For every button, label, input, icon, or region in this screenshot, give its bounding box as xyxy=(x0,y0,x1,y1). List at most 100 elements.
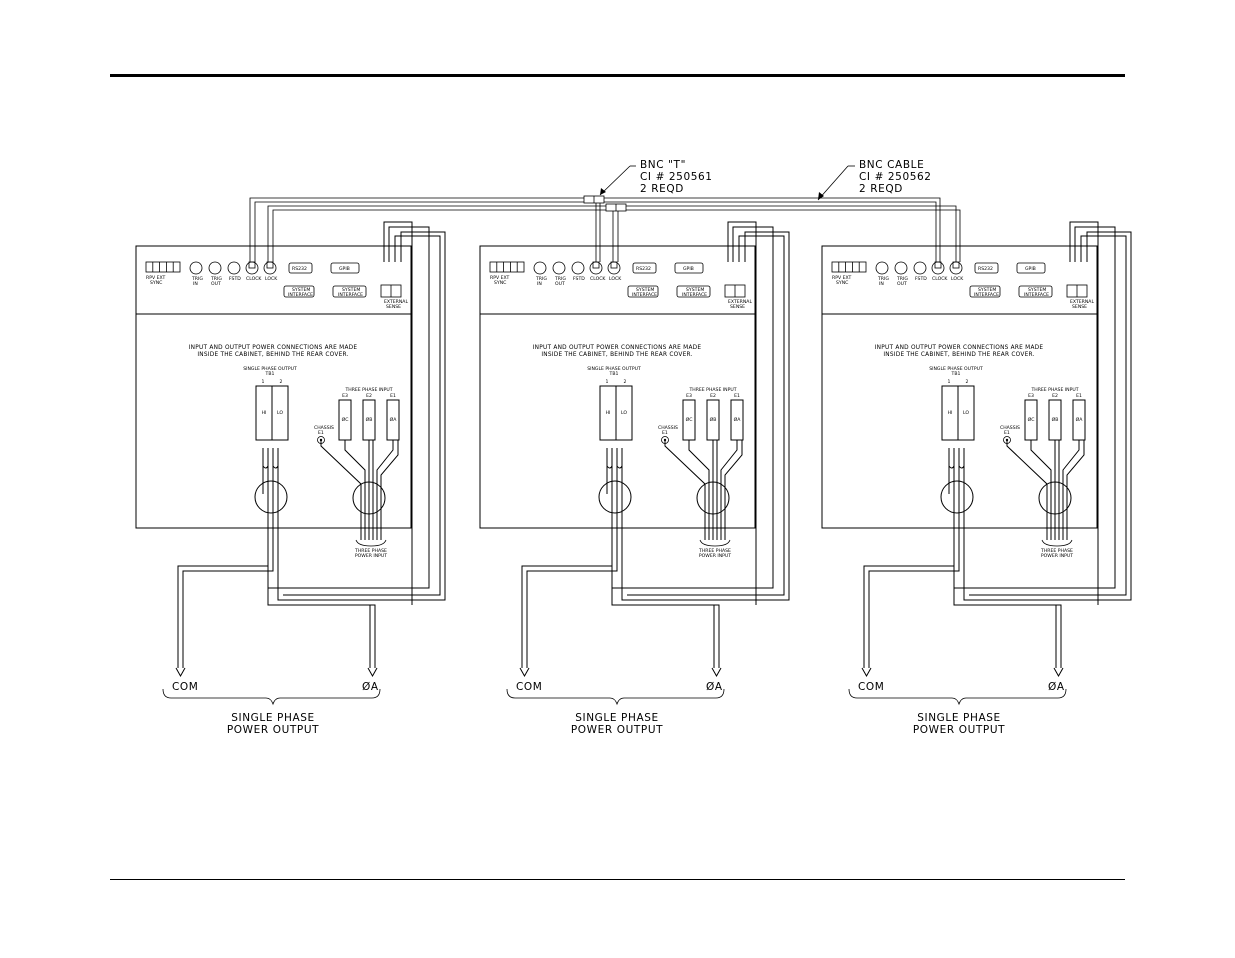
input-id-e3: E3 xyxy=(342,393,348,399)
bnc-t-label: BNC "T" xyxy=(640,159,686,171)
connection-note-line-2: INSIDE THE CABINET, BEHIND THE REAR COVE… xyxy=(541,352,692,358)
lo-terminal xyxy=(957,385,975,441)
system-interface-port-2-icon xyxy=(1018,285,1053,298)
fstd-bnc-icon xyxy=(227,261,241,275)
input-terminal-c xyxy=(338,399,352,441)
fstd-bnc-icon xyxy=(571,261,585,275)
bnc-t-quantity: 2 REQD xyxy=(640,183,684,195)
trig-in-bnc-icon xyxy=(875,261,889,275)
fstd-label: FSTD xyxy=(229,276,241,282)
unit-rear-panel xyxy=(821,245,1098,529)
trig-out-label: TRIG xyxy=(554,276,566,282)
input-term-c-label: ØC xyxy=(342,416,349,423)
system-interface-2-label: SYSTEM xyxy=(686,287,704,293)
three-phase-power-input-label: THREE PHASE xyxy=(354,548,387,554)
input-id-e3: E3 xyxy=(1028,393,1034,399)
chassis-ground-icon xyxy=(661,436,669,444)
rs232-port-icon xyxy=(974,262,999,274)
input-terminal-b xyxy=(706,399,720,441)
output-number-2: 2 xyxy=(624,379,627,385)
three-phase-power-input-label: THREE PHASE xyxy=(698,548,731,554)
rs232-label: RS232 xyxy=(292,266,307,272)
input-term-a-label: ØA xyxy=(1076,416,1084,423)
trig-out-label: TRIG xyxy=(896,276,908,282)
gpib-port-icon xyxy=(674,262,704,274)
trig-in-label: TRIG xyxy=(191,276,203,282)
power-output-label: POWER OUTPUT xyxy=(227,724,319,736)
com-label: COM xyxy=(172,681,198,693)
input-terminal-c xyxy=(682,399,696,441)
phase-a-label: ØA xyxy=(1048,681,1065,693)
input-terminal-b xyxy=(1048,399,1062,441)
lo-label: LO xyxy=(963,410,969,416)
sync-label: RPV EXT xyxy=(146,275,166,281)
phase-a-label: ØA xyxy=(706,681,723,693)
trig-out-bnc-icon xyxy=(552,261,566,275)
clock-label: CLOCK xyxy=(932,276,948,282)
chassis-id-label: E1 xyxy=(1004,430,1010,436)
single-phase-output-label: SINGLE PHASE OUTPUT xyxy=(243,366,297,372)
trig-out-label-2: OUT xyxy=(211,281,221,287)
callout-bnc-cable: BNC CABLE CI # 250562 2 REQD xyxy=(817,159,931,201)
input-term-a-label: ØA xyxy=(734,416,742,423)
trig-in-bnc-icon xyxy=(189,261,203,275)
clock-label: CLOCK xyxy=(246,276,262,282)
input-term-b-label: ØB xyxy=(710,416,717,423)
system-interface-port-1-icon xyxy=(627,285,659,298)
system-interface-port-2-icon xyxy=(332,285,367,298)
lock-label: LOCK xyxy=(265,276,278,282)
output-number-1: 1 xyxy=(948,379,951,385)
system-interface-2-label-2: INTERFACE xyxy=(1024,292,1049,298)
input-term-c-label: ØC xyxy=(686,416,693,423)
unit-wiring xyxy=(519,221,790,678)
input-id-e3: E3 xyxy=(686,393,692,399)
footer-rule xyxy=(110,879,1125,880)
system-interface-1-label: SYSTEM xyxy=(636,287,654,293)
system-interface-1-label: SYSTEM xyxy=(978,287,996,293)
chassis-id-label: E1 xyxy=(662,430,668,436)
three-phase-power-input-label: THREE PHASE xyxy=(1040,548,1073,554)
rs232-label: RS232 xyxy=(636,266,651,272)
header-rule xyxy=(110,74,1125,77)
system-interface-2-label: SYSTEM xyxy=(342,287,360,293)
rs232-label: RS232 xyxy=(978,266,993,272)
tb1-label: TB1 xyxy=(951,371,961,377)
clock-label: CLOCK xyxy=(590,276,606,282)
input-ferrite-core-icon xyxy=(352,481,386,515)
connection-note-line-1: INPUT AND OUTPUT POWER CONNECTIONS ARE M… xyxy=(875,345,1044,351)
bnc-cable-segment-1 xyxy=(249,197,941,262)
lo-label: LO xyxy=(277,410,283,416)
output-brace xyxy=(848,688,1067,706)
sync-terminal-block: RPV EXT SYNC xyxy=(145,261,181,286)
input-terminal-a xyxy=(730,399,744,441)
single-phase-label: SINGLE PHASE xyxy=(231,712,314,724)
com-label: COM xyxy=(858,681,884,693)
unit-wiring xyxy=(175,221,446,678)
bnc-cable-label: BNC CABLE xyxy=(859,159,924,171)
com-label: COM xyxy=(516,681,542,693)
sync-label: RPV EXT xyxy=(490,275,510,281)
bnc-cable-segment-4 xyxy=(272,209,961,262)
sync-label-2: SYNC xyxy=(836,280,848,286)
three-phase-power-input-label-2: POWER INPUT xyxy=(355,553,387,559)
input-ferrite-core-icon xyxy=(696,481,730,515)
single-phase-output-label: SINGLE PHASE OUTPUT xyxy=(929,366,983,372)
gpib-label: GPIB xyxy=(339,266,350,272)
input-term-b-label: ØB xyxy=(366,416,373,423)
lock-label: LOCK xyxy=(609,276,622,282)
lo-terminal xyxy=(615,385,633,441)
trig-out-label: TRIG xyxy=(210,276,222,282)
rs232-port-icon xyxy=(632,262,657,274)
trig-in-label-2: IN xyxy=(193,281,198,287)
input-term-b-label: ØB xyxy=(1052,416,1059,423)
bnc-t-part-number: CI # 250561 xyxy=(640,171,713,183)
single-phase-label: SINGLE PHASE xyxy=(575,712,658,724)
gpib-label: GPIB xyxy=(683,266,694,272)
power-output-label: POWER OUTPUT xyxy=(913,724,1005,736)
chassis-label: CHASSIS xyxy=(314,425,334,431)
input-id-e2: E2 xyxy=(366,393,372,399)
input-ferrite-core-icon xyxy=(1038,481,1072,515)
output-ferrite-core-icon xyxy=(598,480,632,514)
three-phase-input-label: THREE PHASE INPUT xyxy=(688,387,736,393)
